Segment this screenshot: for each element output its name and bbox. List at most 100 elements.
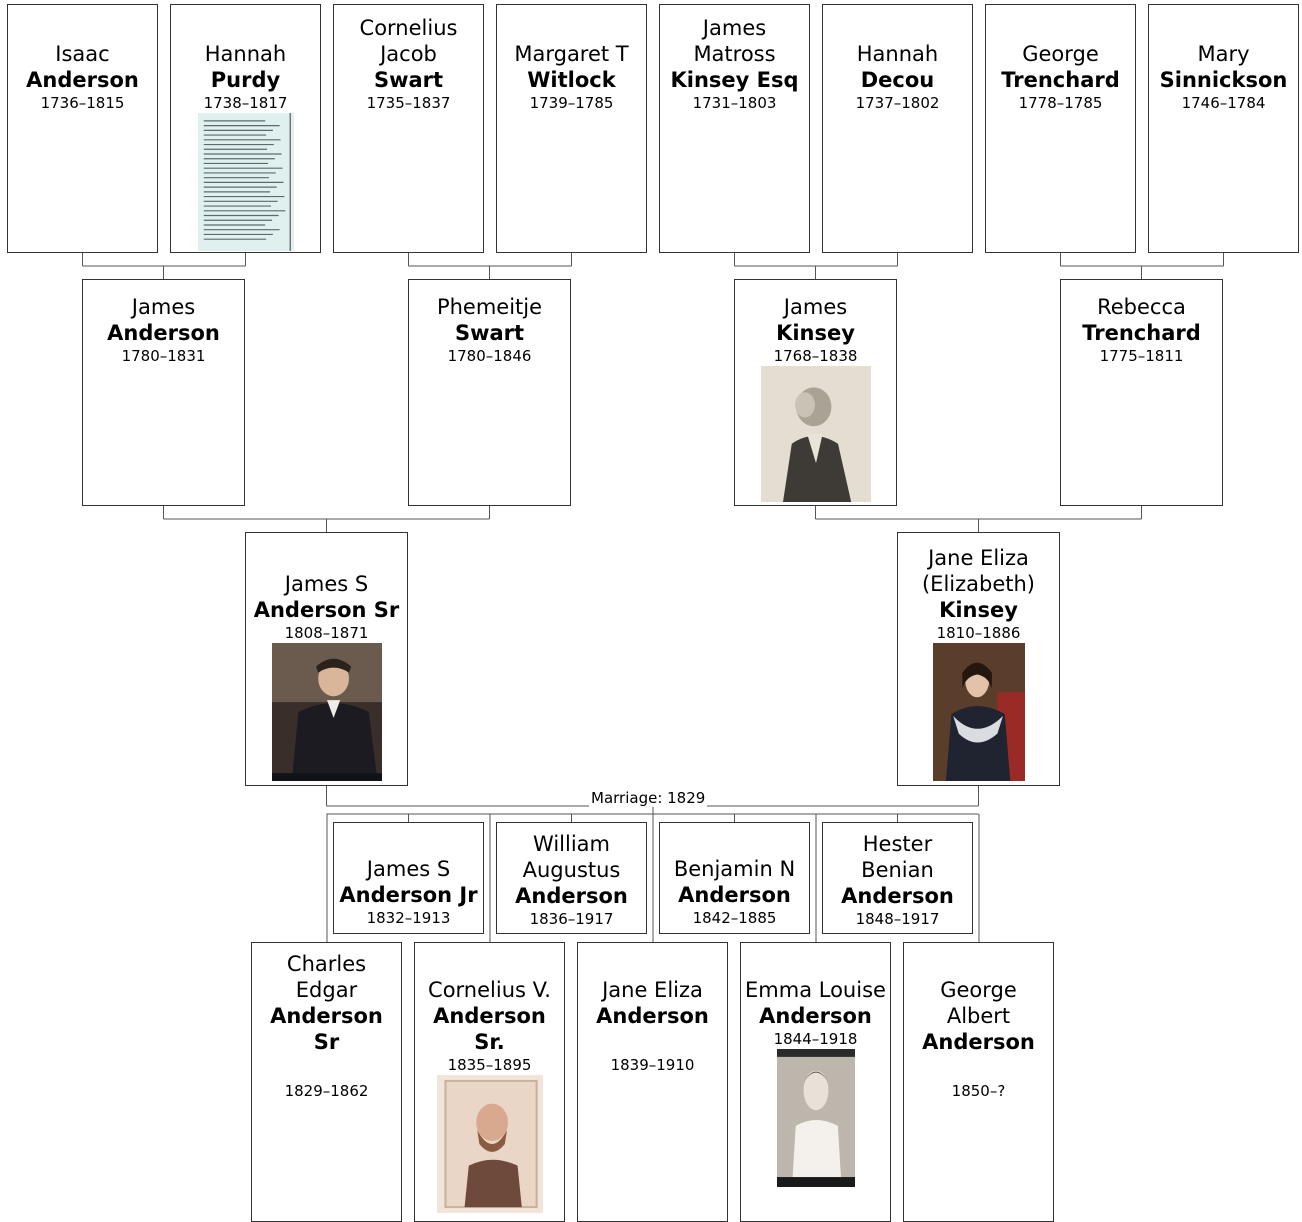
life-years: 1738–1817 (203, 94, 288, 112)
given-name: Jane Eliza (602, 978, 703, 1002)
surname: Anderson (596, 1004, 709, 1028)
life-years: 1735–1837 (366, 94, 451, 112)
surname: Sinnickson (1159, 68, 1288, 92)
life-years: 1775–1811 (1099, 347, 1184, 365)
given-name: George Albert (940, 978, 1017, 1028)
surname: Purdy (210, 68, 281, 92)
life-years: 1839–1910 (610, 1056, 695, 1074)
surname: Swart (454, 321, 525, 345)
given-name: James S (366, 857, 451, 881)
life-years: 1739–1785 (529, 94, 614, 112)
given-name: Cornelius Jacob (359, 16, 458, 66)
surname: Kinsey (776, 321, 855, 345)
portrait-woman-photo (932, 643, 1025, 781)
person-card-jane-k[interactable]: Jane Eliza (Elizabeth)Kinsey 1810–1886 (897, 532, 1060, 786)
surname: Anderson (841, 884, 954, 908)
surname: Anderson (678, 883, 791, 907)
surname: Anderson Jr (339, 883, 478, 907)
given-name: George (1022, 42, 1099, 66)
given-name: James (131, 295, 196, 319)
engraving-photo (760, 366, 871, 502)
surname: Anderson (922, 1030, 1035, 1054)
surname: Kinsey (939, 598, 1018, 622)
given-name: Cornelius V. (428, 978, 551, 1002)
life-years: 1737–1802 (855, 94, 940, 112)
given-name: Phemeitje (436, 295, 543, 319)
surname: Anderson Sr (270, 1004, 383, 1054)
given-name: Hester Benian (861, 832, 934, 882)
life-years: 1731–1803 (692, 94, 777, 112)
given-name: James Matross (693, 16, 776, 66)
surname: Anderson Sr. (433, 1004, 546, 1054)
surname: Anderson (26, 68, 139, 92)
life-years: 1844–1918 (773, 1030, 858, 1048)
given-name: Isaac (55, 42, 110, 66)
surname: Trenchard (1082, 321, 1201, 345)
person-card-cornelius-v[interactable]: Cornelius V.Anderson Sr. 1835–1895 (414, 942, 565, 1222)
document-photo (197, 113, 294, 251)
surname: Witlock (527, 68, 616, 92)
life-years: 1810–1886 (936, 624, 1021, 642)
given-name: Benjamin N (673, 857, 796, 881)
surname: Anderson (759, 1004, 872, 1028)
life-years: 1808–1871 (284, 624, 369, 642)
surname: Anderson (515, 884, 628, 908)
photo-man-photo (436, 1075, 543, 1213)
life-years: 1836–1917 (529, 910, 614, 928)
given-name: Emma Louise (745, 978, 886, 1002)
life-years: 1835–1895 (447, 1056, 532, 1074)
given-name: Margaret T (514, 42, 629, 66)
life-years: 1850–? (951, 1082, 1006, 1100)
given-name: James (783, 295, 848, 319)
surname: Kinsey Esq (670, 68, 799, 92)
given-name: Mary (1197, 42, 1250, 66)
life-years: 1746–1784 (1181, 94, 1266, 112)
given-name: Hannah (204, 42, 287, 66)
life-years: 1842–1885 (692, 909, 777, 927)
portrait-man-photo (271, 643, 382, 781)
photo-woman-photo (776, 1049, 855, 1187)
surname: Trenchard (1001, 68, 1120, 92)
life-years: 1780–1846 (447, 347, 532, 365)
given-name: William Augustus (522, 832, 621, 882)
surname: Anderson (107, 321, 220, 345)
life-years: 1768–1838 (773, 347, 858, 365)
surname: Swart (373, 68, 444, 92)
life-years: 1778–1785 (1018, 94, 1103, 112)
life-years: 1829–1862 (284, 1082, 369, 1100)
surname: Anderson Sr (253, 598, 400, 622)
given-name: Jane Eliza (Elizabeth) (921, 546, 1035, 596)
life-years: 1832–1913 (366, 909, 451, 927)
marriage-label: Marriage: 1829 (589, 789, 708, 807)
given-name: Rebecca (1097, 295, 1186, 319)
given-name: Hannah (856, 42, 939, 66)
surname: Decou (860, 68, 935, 92)
life-years: 1780–1831 (121, 347, 206, 365)
life-years: 1848–1917 (855, 910, 940, 928)
given-name: Charles Edgar (286, 952, 367, 1002)
given-name: James S (284, 572, 369, 596)
life-years: 1736–1815 (40, 94, 125, 112)
